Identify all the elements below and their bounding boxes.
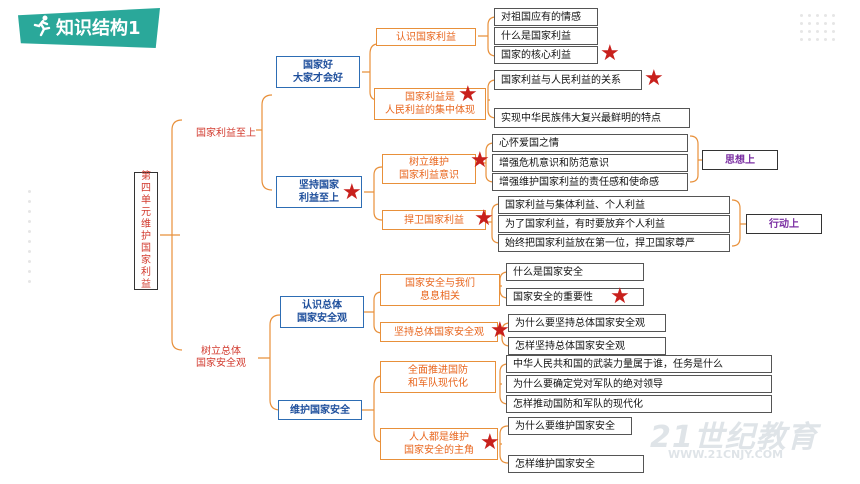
star-icon: ★ <box>480 430 500 455</box>
node-interest-first: 坚持国家 利益至上 <box>276 176 362 208</box>
item-why-holistic: 为什么要坚持总体国家安全观 <box>508 314 666 332</box>
item-why-maintain: 为什么要维护国家安全 <box>508 417 632 435</box>
topic-know-interest: 认识国家利益 <box>376 28 476 46</box>
topic-security-related: 国家安全与我们 息息相关 <box>380 274 500 306</box>
star-icon: ★ <box>458 82 478 107</box>
page-title: 知识结构1 <box>56 18 141 39</box>
node-maintain-security: 维护国家安全 <box>278 400 362 420</box>
title-banner <box>18 8 160 48</box>
item-collective-interest: 国家利益与集体利益、个人利益 <box>498 196 730 214</box>
item-crisis-awareness: 增强危机意识和防范意识 <box>492 154 688 172</box>
topic-interest-concentrate: 国家利益是 人民利益的集中体现 <box>374 88 486 120</box>
item-put-first: 始终把国家利益放在第一位，捍卫国家尊严 <box>498 234 730 252</box>
topic-defense-modernization: 全面推进国防 和军队现代化 <box>380 361 496 393</box>
star-icon: ★ <box>490 318 510 343</box>
topic-defend-interest: 捍卫国家利益 <box>382 210 486 230</box>
watermark-logo: 21世纪教育 <box>650 420 818 455</box>
item-rejuvenation: 实现中华民族伟大复兴最鲜明的特点 <box>494 108 690 128</box>
item-how-holistic: 怎样坚持总体国家安全观 <box>508 337 666 355</box>
star-icon: ★ <box>474 206 494 231</box>
star-icon: ★ <box>342 180 362 205</box>
item-feelings: 对祖国应有的情感 <box>494 8 598 26</box>
topic-everyone-role: 人人都是维护 国家安全的主角 <box>380 428 498 460</box>
item-armed-forces: 中华人民共和国的武装力量属于谁，任务是什么 <box>506 355 772 373</box>
root-node: 第四单元 维护国家利益 <box>134 171 161 290</box>
runner-icon <box>33 15 51 37</box>
star-icon: ★ <box>644 66 664 91</box>
item-give-up-personal: 为了国家利益，有时要放弃个人利益 <box>498 215 730 233</box>
watermark-url: WWW.21CNJY.COM <box>668 448 784 461</box>
star-icon: ★ <box>600 41 620 66</box>
item-party-leadership: 为什么要确定党对军队的绝对领导 <box>506 375 772 393</box>
item-what-is-security: 什么是国家安全 <box>506 263 644 281</box>
star-icon: ★ <box>470 148 490 173</box>
item-how-maintain: 怎样维护国家安全 <box>508 455 644 473</box>
item-patriotism: 心怀爱国之情 <box>492 134 688 152</box>
item-modernize: 怎样推动国防和军队的现代化 <box>506 395 772 413</box>
branch-security-label: 树立总体 国家安全观 <box>196 346 246 369</box>
node-country-good: 国家好 大家才会好 <box>276 56 360 88</box>
topic-holistic-security: 坚持总体国家安全观 <box>380 322 498 342</box>
item-core-interest: 国家的核心利益 <box>494 46 598 64</box>
note-action: 行动上 <box>746 214 822 234</box>
item-security-importance: 国家安全的重要性 <box>506 288 644 306</box>
item-responsibility: 增强维护国家利益的责任感和使命感 <box>492 173 688 191</box>
node-know-security: 认识总体 国家安全观 <box>280 296 364 328</box>
branch-national-interest-label: 国家利益至上 <box>196 128 256 139</box>
topic-awareness: 树立维护 国家利益意识 <box>382 154 476 184</box>
item-relationship: 国家利益与人民利益的关系 <box>494 70 642 90</box>
item-what-is-interest: 什么是国家利益 <box>494 27 598 45</box>
star-icon: ★ <box>610 284 630 309</box>
note-thought: 思想上 <box>702 150 778 170</box>
